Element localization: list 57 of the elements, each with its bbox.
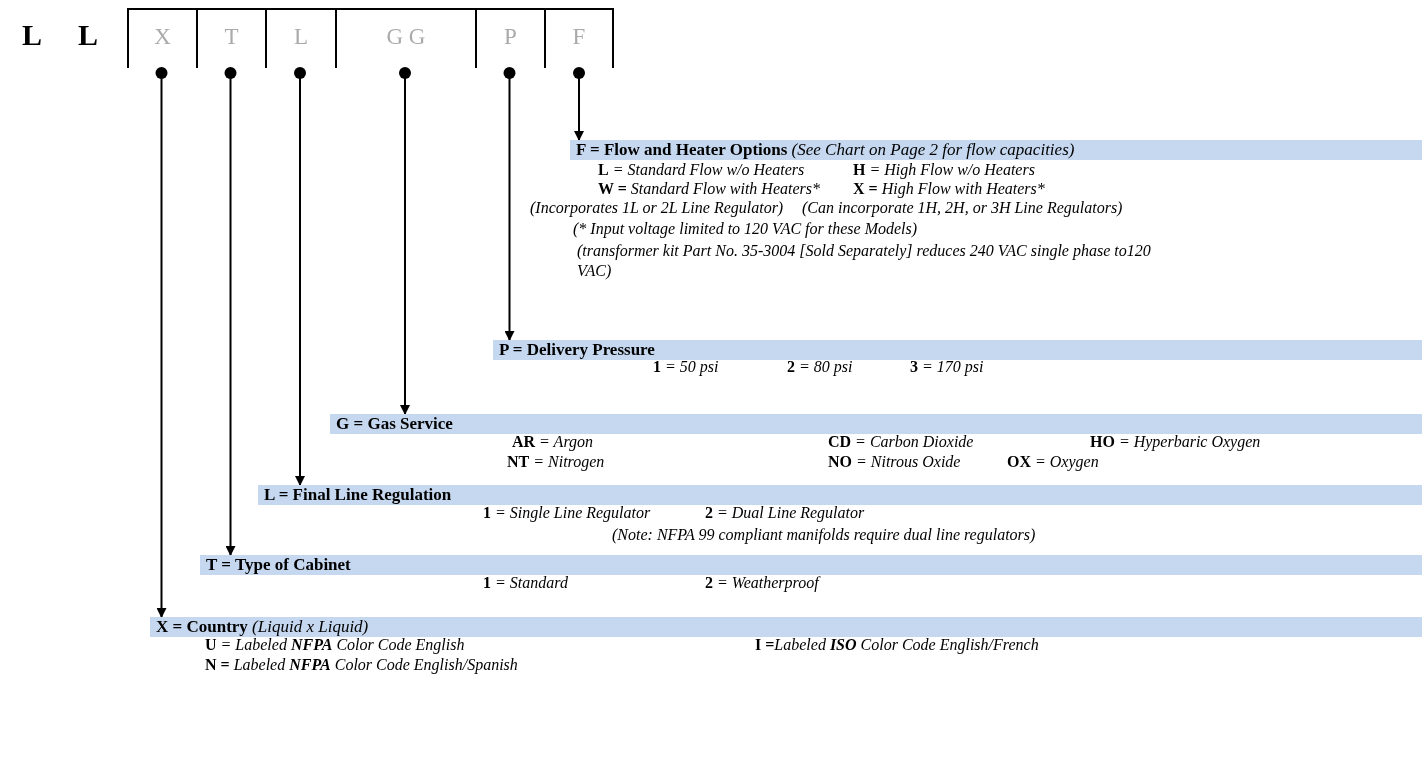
code-cell: [544, 8, 614, 68]
code-prefix: L: [22, 18, 42, 52]
arrow: [399, 67, 411, 415]
option-text: X = High Flow with Heaters*: [853, 179, 1045, 199]
arrow: [224, 67, 237, 556]
code-letter: G G: [385, 24, 427, 50]
heading-band: [150, 617, 1422, 637]
arrow: [155, 67, 168, 618]
code-letter: X: [153, 24, 172, 50]
heading-text: F = Flow and Heater Options (See Chart on Page 2 for flow capacities): [576, 140, 1075, 160]
code-letter: L: [292, 24, 310, 50]
code-cell: [196, 8, 265, 68]
heading-text: T = Type of Cabinet: [206, 555, 351, 575]
heading-text: X = Country (Liquid x Liquid): [156, 617, 369, 637]
code-letter: T: [223, 24, 240, 50]
option-text: (Note: NFPA 99 compliant manifolds require dual line regulators): [612, 525, 1036, 545]
code-cell: [265, 8, 335, 68]
code-letter: P: [503, 24, 518, 50]
option-text: 2 = Weatherproof: [705, 573, 819, 593]
option-text: 2 = 80 psi: [787, 357, 853, 377]
heading-band: [330, 414, 1422, 434]
option-text: 1 = 50 psi: [653, 357, 719, 377]
arrow: [294, 67, 306, 486]
option-text: I =Labeled ISO Color Code English/French: [755, 635, 1039, 655]
option-text: AR = Argon: [512, 432, 594, 452]
code-cell: [475, 8, 544, 68]
option-text: 2 = Dual Line Regulator: [705, 503, 865, 523]
option-text: U = Labeled NFPA Color Code English: [205, 636, 465, 655]
option-text: 3 = 170 psi: [910, 357, 984, 377]
option-text: W = Standard Flow with Heaters*: [598, 179, 820, 199]
heading-text: L = Final Line Regulation: [264, 485, 452, 505]
arrow: [573, 67, 585, 141]
heading-band: [570, 140, 1422, 160]
code-cell: [127, 8, 196, 68]
option-text: N = Labeled NFPA Color Code English/Spanish: [205, 655, 518, 675]
heading-text: P = Delivery Pressure: [499, 340, 655, 360]
option-text: (Incorporates 1L or 2L Line Regulator): [530, 198, 784, 218]
arrow: [503, 67, 516, 341]
option-text: L = Standard Flow w/o Heaters: [598, 160, 805, 180]
heading-band: [200, 555, 1422, 575]
option-text: (Can incorporate 1H, 2H, or 3H Line Regulators): [802, 198, 1123, 218]
option-text: NO = Nitrous Oxide: [828, 452, 961, 472]
option-text: (transformer kit Part No. 35-3004 [Sold Separately] reduces 240 VAC single phase to120 VAC): [577, 241, 1152, 281]
code-cell: [335, 8, 475, 68]
code-prefix: L: [78, 18, 98, 52]
option-text: CD = Carbon Dioxide: [828, 432, 974, 452]
option-text: H = High Flow w/o Heaters: [853, 160, 1035, 180]
heading-text: G = Gas Service: [336, 414, 453, 434]
heading-band: [493, 340, 1422, 360]
option-text: OX = Oxygen: [1007, 452, 1099, 472]
option-text: 1 = Single Line Regulator: [483, 503, 651, 523]
code-letter: F: [571, 24, 587, 50]
option-text: NT = Nitrogen: [507, 452, 605, 472]
option-text: 1 = Standard: [483, 573, 568, 593]
option-text: HO = Hyperbaric Oxygen: [1090, 432, 1261, 452]
heading-band: [258, 485, 1422, 505]
option-text: (* Input voltage limited to 120 VAC for these Models): [573, 219, 918, 239]
